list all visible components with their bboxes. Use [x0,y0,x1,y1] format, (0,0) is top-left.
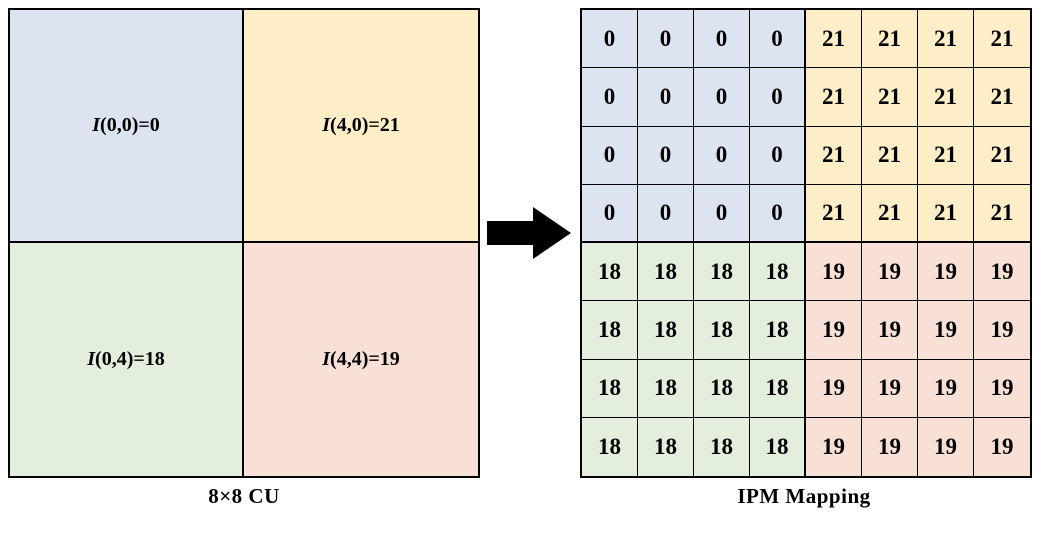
ipm-cell: 21 [918,10,974,69]
ipm-cell: 19 [862,417,918,476]
ipm-cell: 21 [806,68,862,127]
ipm-cell: 18 [582,243,638,302]
ipm-cell: 18 [582,301,638,360]
ipm-cell: 0 [582,68,638,127]
ipm-cell: 21 [974,126,1030,185]
cu-quadrant: I(4,4)=19 [244,243,478,476]
ipm-cell: 18 [750,417,806,476]
cu-quadrant: I(0,0)=0 [10,10,244,243]
ipm-cell: 0 [638,10,694,69]
ipm-cell: 0 [638,68,694,127]
ipm-cell: 0 [582,184,638,243]
ipm-cell: 21 [806,126,862,185]
ipm-cell: 19 [862,359,918,418]
ipm-cell: 21 [918,184,974,243]
ipm-cell: 0 [638,184,694,243]
cu-quadrant-label: I(0,0)=0 [92,114,160,136]
ipm-cell: 0 [582,10,638,69]
cu-quadrant: I(4,0)=21 [244,10,478,243]
cu-quadrant-label: I(0,4)=18 [87,348,165,370]
ipm-cell: 21 [806,184,862,243]
ipm-cell: 0 [694,10,750,69]
ipm-cell: 21 [806,10,862,69]
ipm-cell: 0 [638,126,694,185]
ipm-cell: 18 [694,417,750,476]
ipm-cell: 21 [974,68,1030,127]
ipm-cell: 19 [806,243,862,302]
ipm-cell: 19 [806,359,862,418]
ipm-cell: 19 [918,301,974,360]
ipm-cell: 19 [974,417,1030,476]
ipm-cell: 21 [862,184,918,243]
ipm-cell: 0 [694,184,750,243]
ipm-cell: 19 [862,301,918,360]
cu-quadrant: I(0,4)=18 [10,243,244,476]
ipm-cell: 21 [918,68,974,127]
ipm-cell: 21 [974,10,1030,69]
ipm-cell: 21 [862,126,918,185]
ipm-cell: 21 [862,10,918,69]
ipm-cell: 19 [918,359,974,418]
ipm-cell: 21 [974,184,1030,243]
ipm-cell: 19 [806,417,862,476]
ipm-cell: 18 [638,301,694,360]
ipm-caption: IPM Mapping [737,484,871,508]
cu-quadrant-label: I(4,4)=19 [322,348,400,370]
ipm-cell: 19 [806,301,862,360]
right-arrow-icon [487,205,571,261]
ipm-cell: 19 [974,359,1030,418]
ipm-cell: 19 [862,243,918,302]
ipm-cell: 21 [918,126,974,185]
ipm-cell: 0 [750,184,806,243]
ipm-cell: 0 [750,68,806,127]
ipm-cell: 18 [638,243,694,302]
ipm-cell: 18 [638,417,694,476]
ipm-cell: 18 [750,301,806,360]
ipm-cell: 19 [918,417,974,476]
ipm-cell: 18 [582,359,638,418]
ipm-cell: 19 [974,243,1030,302]
ipm-cell: 19 [974,301,1030,360]
ipm-cell: 18 [750,359,806,418]
ipm-cell: 0 [582,126,638,185]
cu-caption: 8×8 CU [208,484,280,508]
ipm-cell: 0 [750,10,806,69]
ipm-cell: 0 [694,68,750,127]
ipm-cell: 19 [918,243,974,302]
ipm-cell: 18 [582,417,638,476]
ipm-cell: 0 [694,126,750,185]
ipm-cell: 18 [638,359,694,418]
ipm-cell: 18 [694,359,750,418]
ipm-cell: 18 [694,301,750,360]
ipm-cell: 21 [862,68,918,127]
cu-quadrant-label: I(4,0)=21 [322,114,400,136]
ipm-cell: 18 [750,243,806,302]
ipm-cell: 18 [694,243,750,302]
ipm-cell: 0 [750,126,806,185]
